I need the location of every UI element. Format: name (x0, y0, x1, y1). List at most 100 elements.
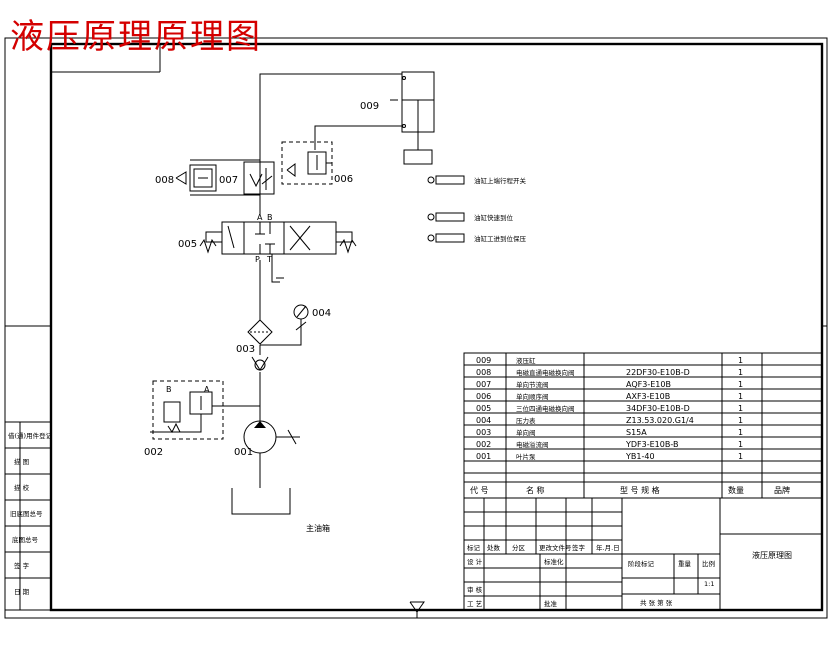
bom-no-8: 008 (476, 368, 491, 377)
rev-zone: 分区 (512, 543, 526, 552)
relief-port-b: B (166, 385, 172, 394)
three-position-four-way-valve (199, 221, 357, 283)
label-002: 002 (144, 447, 163, 458)
bom-qty-7: 1 (738, 380, 743, 389)
rev-date: 年.月.日 (596, 543, 620, 552)
bom-no-7: 007 (476, 380, 491, 389)
strip-old-base: 旧底图总号 (10, 509, 43, 518)
bom-spec-2: YDF3-E10B-B (625, 440, 678, 449)
bom-no-1: 001 (476, 452, 491, 461)
bom-header-qty: 数量 (728, 485, 744, 495)
check-valve (251, 356, 269, 371)
solenoid-relief-valve (150, 380, 260, 440)
label-003: 003 (236, 344, 255, 355)
bom-header-no: 代 号 (470, 485, 489, 495)
left-strip: 借(通)用件登记 描 图 描 校 旧底图总号 底图总号 签 字 日 期 (4, 421, 53, 611)
bom-name-3: 单向阀 (516, 428, 536, 437)
bom-qty-5: 1 (738, 404, 743, 413)
strip-sign: 签 字 (14, 561, 30, 570)
sequence-valve (281, 141, 333, 185)
switch-label-top: 油缸上端行程开关 (474, 176, 527, 185)
relief-port-a: A (204, 385, 210, 394)
bom-name-5: 三位四通电磁换向阀 (516, 404, 575, 413)
bom-qty-1: 1 (738, 452, 743, 461)
line-to-cylinder-bottom (314, 125, 402, 150)
label-009: 009 (360, 101, 379, 112)
strip-reuse: 借(通)用件登记 (8, 431, 53, 440)
bom-name-8: 电磁直通电磁换向阀 (516, 368, 575, 377)
sheet-border (4, 37, 828, 619)
tb-sheets: 共 张 第 张 (640, 598, 673, 607)
bom-spec-5: 34DF30-E10B-D (626, 404, 690, 413)
label-006: 006 (334, 174, 353, 185)
bom-name-1: 叶片泵 (516, 452, 536, 461)
tb-scale-value: 1:1 (704, 580, 714, 588)
bom-name-2: 电磁溢流阀 (516, 440, 549, 449)
bom-spec-1: YB1-40 (625, 452, 655, 461)
switch-label-hold: 油缸工进到位保压 (474, 234, 527, 243)
rev-sign: 签字 (572, 543, 586, 552)
bom-table: 009 液压缸 1 008 电磁直通电磁换向阀 22DF30-E10B-D 1 … (463, 352, 823, 499)
bom-qty-6: 1 (738, 392, 743, 401)
bom-no-4: 004 (476, 416, 491, 425)
bom-qty-3: 1 (738, 428, 743, 437)
port-a-label: A (257, 213, 263, 222)
limit-switch-legend (427, 175, 465, 243)
rev-doc: 更改文件号 (539, 543, 572, 552)
bom-qty-2: 1 (738, 440, 743, 449)
bom-qty-4: 1 (738, 416, 743, 425)
bom-name-9: 液压缸 (516, 356, 536, 365)
bom-spec-8: 22DF30-E10B-D (626, 368, 690, 377)
title-block: 标记 处数 分区 更改文件号 签字 年.月.日 设 计 标准化 审 核 工 艺 … (463, 497, 823, 611)
tb-stage: 阶段标记 (628, 559, 655, 568)
bom-spec-6: AXF3-E10B (626, 392, 670, 401)
rev-mark: 标记 (467, 543, 481, 552)
bom-no-6: 006 (476, 392, 491, 401)
vane-pump (243, 420, 300, 488)
label-004: 004 (312, 308, 331, 319)
port-t-label: T (266, 255, 272, 264)
tb-review: 审 核 (467, 585, 483, 594)
bom-spec-3: S15A (626, 428, 647, 437)
tb-design: 设 计 (467, 557, 483, 566)
tb-process: 工 艺 (467, 600, 483, 608)
line-to-cylinder-top (259, 73, 402, 215)
label-001: 001 (234, 447, 253, 458)
strip-base: 底图总号 (12, 535, 39, 544)
bom-qty-8: 1 (738, 368, 743, 377)
strip-date: 日 期 (14, 588, 30, 596)
bom-name-7: 单向节流阀 (516, 380, 549, 389)
rev-count: 处数 (487, 543, 501, 552)
bom-name-6: 单向顺序阀 (516, 392, 549, 401)
tb-drawing-name: 液压原理图 (752, 550, 792, 560)
hydraulic-cylinder (401, 71, 435, 165)
bom-name-4: 压力表 (516, 416, 536, 425)
label-008: 008 (155, 175, 174, 186)
bom-no-3: 003 (476, 428, 491, 437)
bom-no-2: 002 (476, 440, 491, 449)
two-way-solenoid-valve (175, 159, 260, 196)
bom-qty-9: 1 (738, 356, 743, 365)
strip-trace: 描 图 (14, 457, 29, 466)
tb-weight: 重量 (678, 560, 692, 568)
main-tank (231, 488, 291, 515)
pressure-gauge (260, 304, 309, 346)
tank-label: 主油箱 (306, 523, 330, 533)
switch-label-fast: 油缸快速到位 (474, 213, 514, 222)
tb-std: 标准化 (544, 557, 564, 566)
bom-no-5: 005 (476, 404, 491, 413)
bom-header-brand: 品牌 (774, 485, 790, 495)
strip-trace-check: 描 校 (14, 483, 30, 492)
filter (247, 319, 273, 345)
bom-header-name: 名 称 (526, 485, 545, 495)
one-way-throttle-valve (243, 161, 275, 195)
bom-header-spec: 型 号 规 格 (620, 485, 660, 495)
tb-scale: 比例 (702, 559, 715, 568)
bom-no-9: 009 (476, 356, 491, 365)
label-007: 007 (219, 175, 238, 186)
tb-approve: 批准 (544, 599, 558, 608)
drawing-title: 液压原理原理图 (10, 17, 262, 57)
bom-spec-4: Z13.53.020.G1/4 (626, 416, 694, 425)
hydraulic-circuit: 009 007 008 006 (144, 71, 527, 533)
